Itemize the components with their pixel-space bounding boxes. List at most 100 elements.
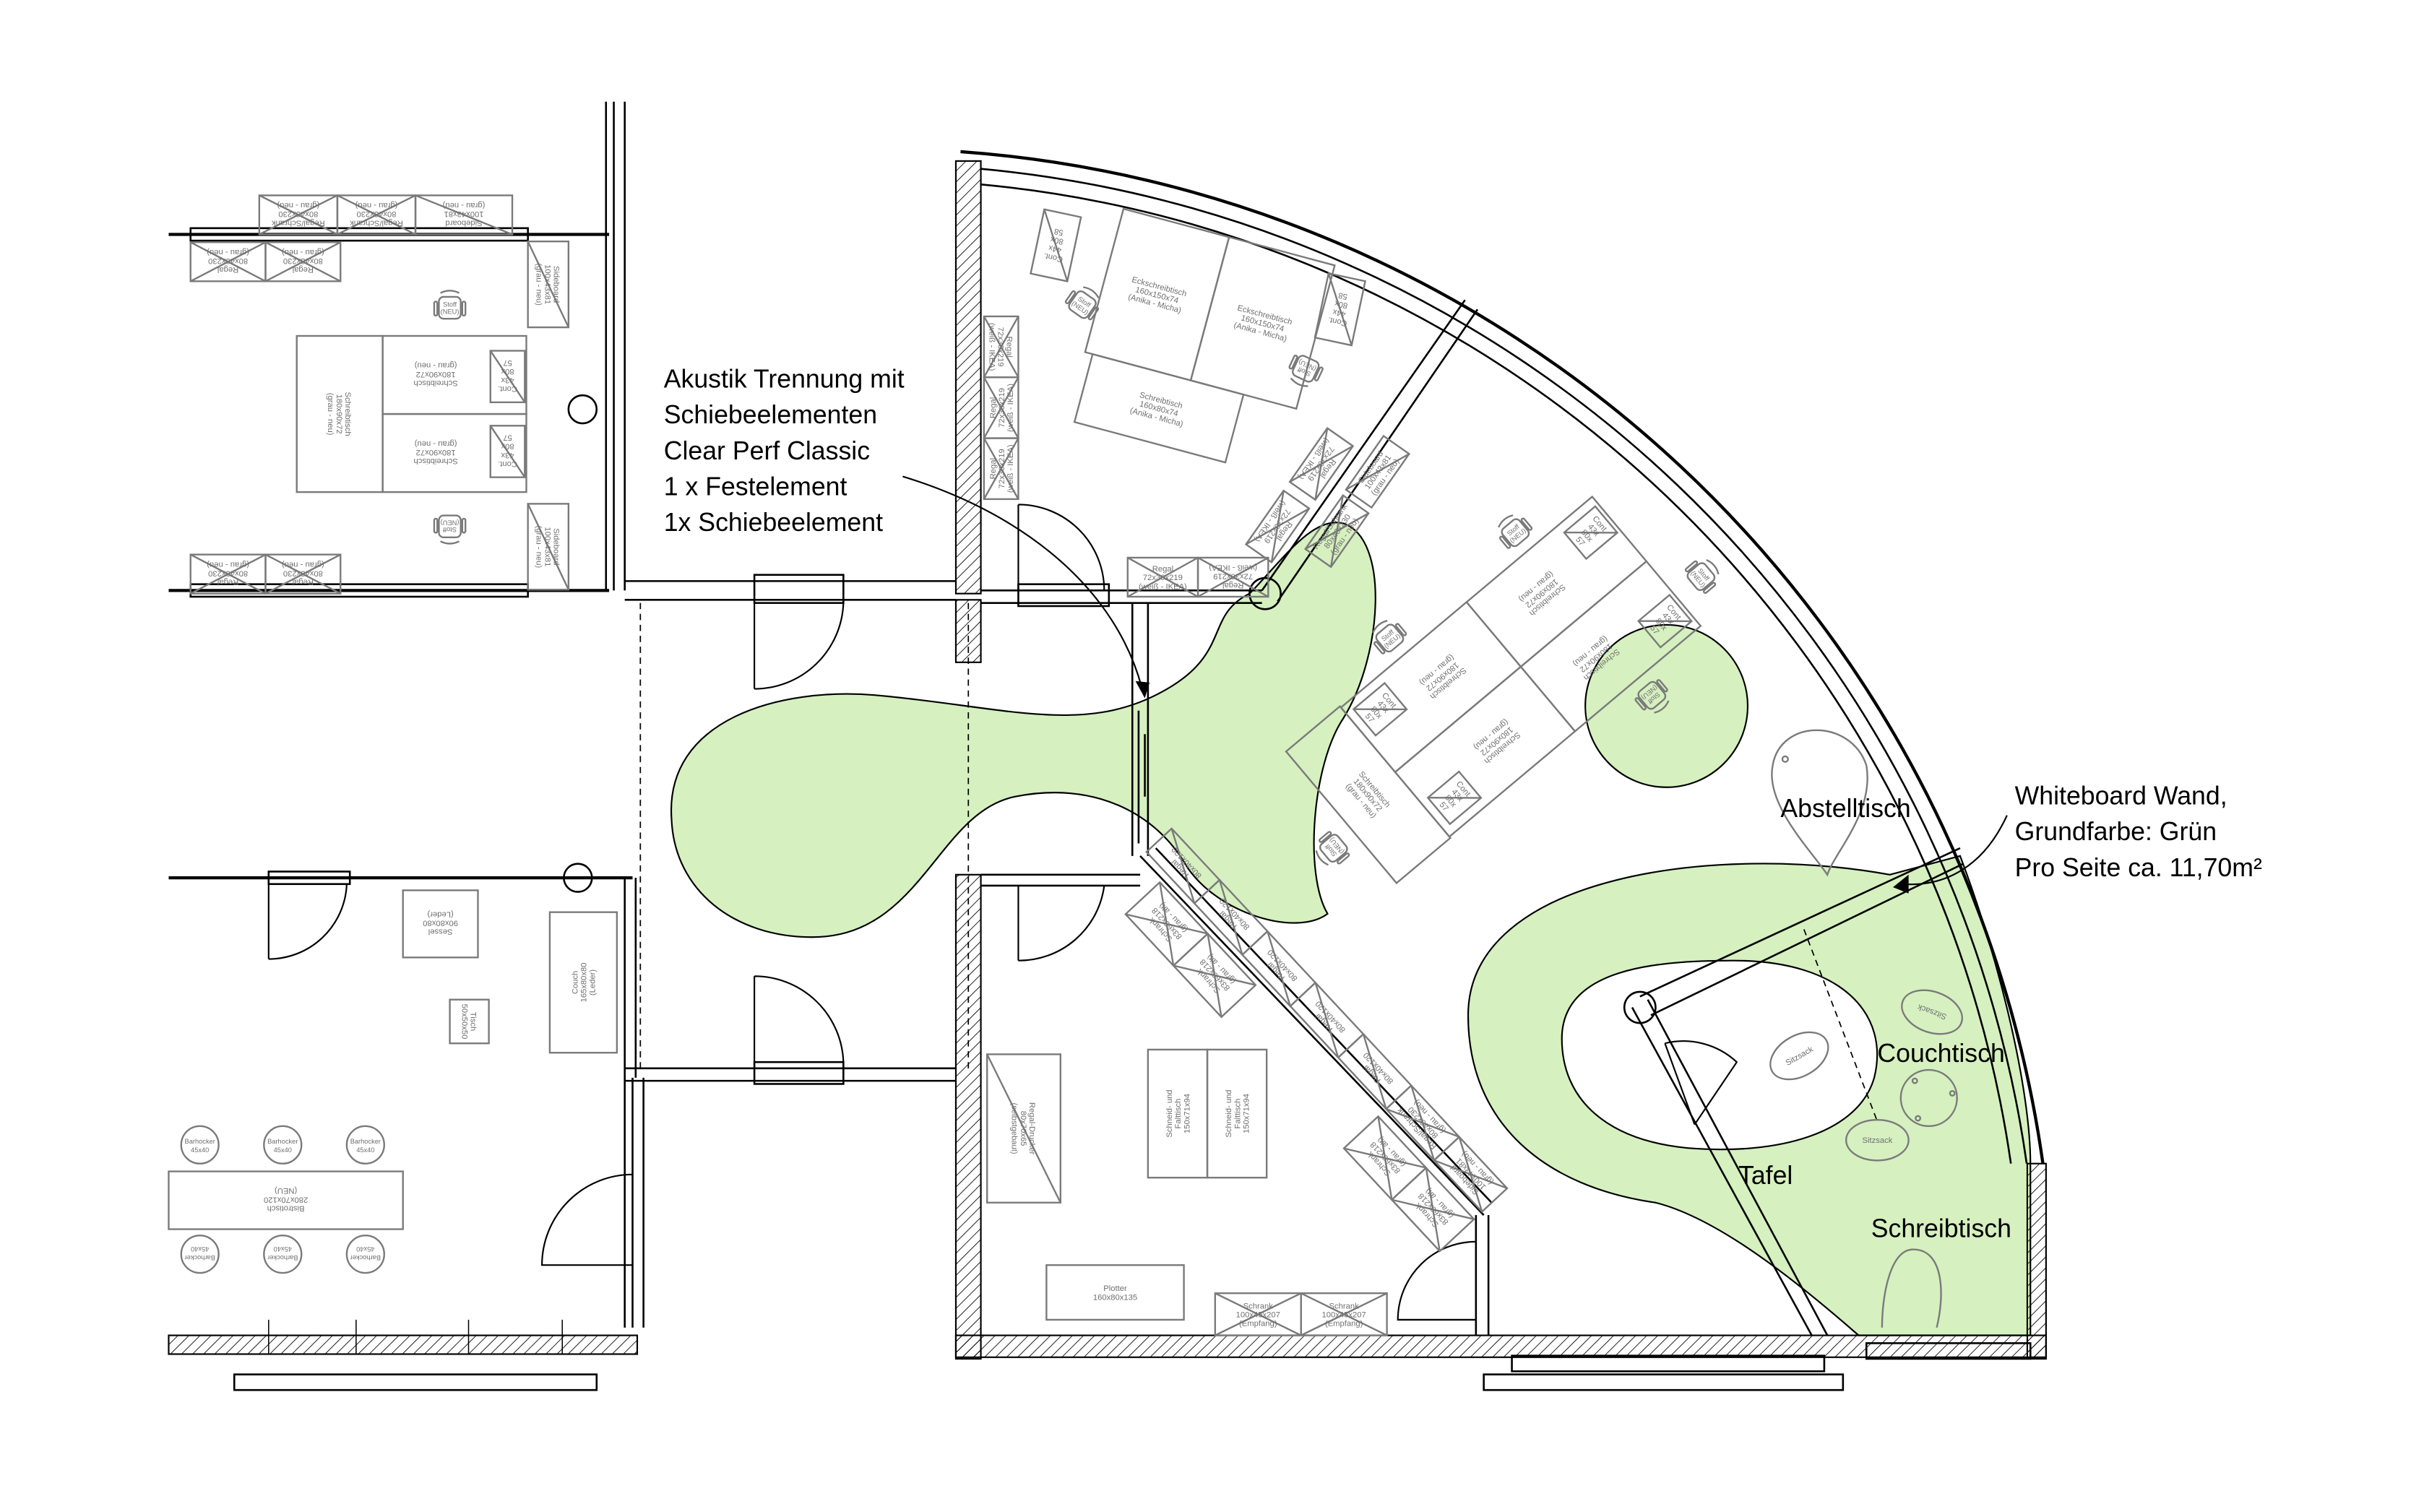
cross-mark <box>1125 882 1208 966</box>
cross-mark <box>1197 556 1269 598</box>
furniture-label-line: 80x <box>1334 298 1349 310</box>
furniture-label-line: Regal <box>293 578 314 587</box>
furniture-label-line: 44x <box>1332 307 1347 319</box>
diagonal-mark <box>1043 209 1069 282</box>
zone-label-abstelltisch: Abstelltisch <box>1780 794 1910 823</box>
cross-mark <box>1386 1085 1460 1161</box>
couchtisch-circle <box>1899 1068 1958 1128</box>
furniture-label-line: Regal <box>1222 581 1243 589</box>
furniture-label-line: 80x43x230 <box>208 256 248 265</box>
furniture-label-line: 100x45x207 <box>1236 1311 1280 1320</box>
furniture-label-line: (grau - neu) <box>415 361 457 370</box>
furniture-label-line: Sessel <box>428 928 453 936</box>
furniture-label-line: 72x30x219 <box>998 449 1006 488</box>
furniture-label-line: (grau - neu) <box>277 201 319 209</box>
furniture-outline <box>1426 770 1483 826</box>
furniture-label-line: 180x90x72 <box>335 394 343 434</box>
acoustic-line-3: Clear Perf Classic <box>664 436 870 465</box>
diagonal-mark <box>415 194 513 236</box>
furniture-label-line: (grau - neu) <box>282 248 324 256</box>
cross-mark <box>983 376 1019 439</box>
diagonal-mark <box>1345 453 1410 491</box>
chair-label: Stoff(NEU) <box>441 519 460 533</box>
cross-mark <box>1305 495 1369 567</box>
furniture-outline <box>489 350 526 404</box>
cross-mark <box>1215 1292 1302 1336</box>
furniture-label-line: 80x <box>1049 235 1064 246</box>
furniture-label-line: Stoff <box>443 301 457 308</box>
cross-mark <box>1245 490 1310 563</box>
furniture-label-line: Barhocker <box>185 1138 215 1145</box>
diagonal-mark <box>1218 879 1243 955</box>
furniture-label-line: (selbstgebaut) <box>1010 1102 1019 1154</box>
furniture-outline <box>264 553 342 595</box>
furniture-outline <box>527 241 570 329</box>
whiteboard-line-2: Grundfarbe: Grün <box>2015 817 2217 846</box>
cross-mark <box>1392 1167 1475 1252</box>
white-island <box>1561 959 1879 1151</box>
leader-line <box>1902 815 2008 886</box>
cross-mark <box>1301 1292 1388 1336</box>
diagonal-mark <box>527 503 569 590</box>
cross-mark <box>264 241 341 282</box>
cross-mark <box>1343 1116 1427 1200</box>
chair-icon: Stoff(NEU) <box>433 290 467 320</box>
cross-mark <box>1127 556 1199 598</box>
furniture-label-line: 72x30x219 <box>1143 574 1183 582</box>
chair-icon: Stoff(NEU) <box>433 514 467 545</box>
furniture-outline <box>1519 560 1702 733</box>
furniture-label-line: 90x80x80 <box>423 919 458 928</box>
furniture-label-line: (weiß - IKEA) <box>1006 384 1015 432</box>
furniture-outline <box>1345 434 1411 509</box>
furniture-label-line: Sideboard <box>445 218 482 227</box>
furniture-label-line: Regal <box>1005 336 1014 357</box>
furniture-label-line: Regal <box>217 265 238 274</box>
furniture-label-line: Barhocker <box>185 1254 215 1261</box>
furniture-label-line: 72x30x219 <box>1213 572 1253 581</box>
diagonal-mark <box>489 425 526 478</box>
furniture-label-line: Couch <box>572 971 580 994</box>
furniture-label-line: (weiß - IKEA) <box>1209 563 1257 572</box>
schreibtisch-outline <box>1881 1248 1942 1328</box>
cross-mark <box>190 241 267 282</box>
furniture-label-line: 80x43x230 <box>356 209 396 218</box>
furniture-label-line: (grau - neu) <box>415 439 457 448</box>
furniture-label-line: Schneid- und <box>1165 1089 1174 1137</box>
furniture-label-line: 45x40 <box>191 1146 209 1154</box>
